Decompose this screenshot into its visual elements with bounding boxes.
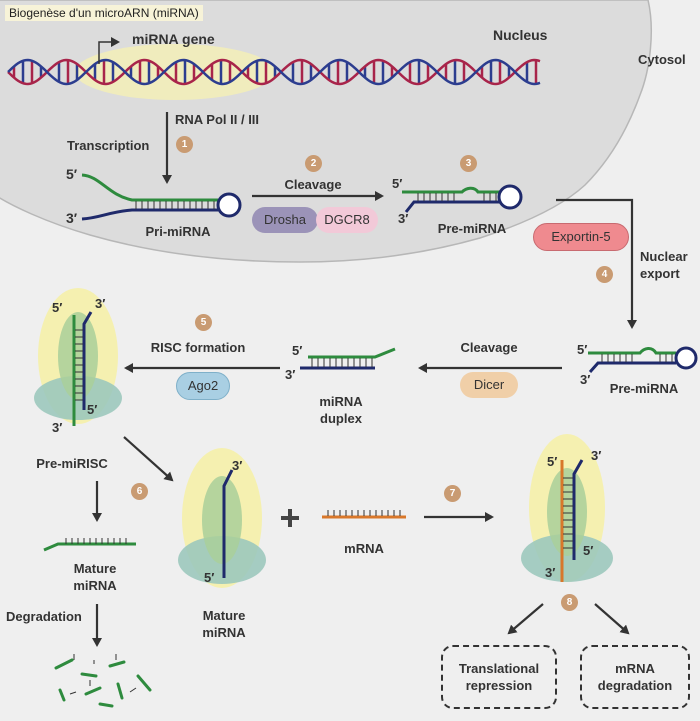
maturation-arrow <box>123 436 174 482</box>
risc-formation-label: RISC formation <box>150 340 246 355</box>
mrna-degradation-box: mRNA degradation <box>580 645 690 709</box>
mrna-degradation-arrow <box>594 603 630 635</box>
mrna-strand <box>322 510 406 519</box>
ago2-protein: Ago2 <box>176 372 230 400</box>
degraded-fragments <box>54 654 152 708</box>
pre-cyt-three-prime: 3′ <box>580 372 591 387</box>
target-three-prime-bottom: 3′ <box>545 565 556 580</box>
mature-mirna-complex-label: Mature miRNA <box>202 608 246 640</box>
mature-mirisc-complex <box>178 448 266 588</box>
dna-strand-b <box>7 58 541 86</box>
pre-mirisc-label: Pre-miRISC <box>36 456 108 471</box>
pri-three-prime: 3′ <box>66 210 78 226</box>
target-three-prime: 3′ <box>591 448 602 463</box>
duplex-three-prime: 3′ <box>285 367 296 382</box>
exportin-5-protein: Exportin-5 <box>533 223 629 251</box>
pre-nuc-five-prime: 5′ <box>392 176 403 191</box>
transcription-start-arrow <box>98 37 120 64</box>
pre-mirna-hairpin-nucleus <box>402 184 523 213</box>
drosha-protein: Drosha <box>252 207 318 233</box>
pre-mirisc-complex <box>34 288 122 426</box>
repression-arrow <box>507 603 544 635</box>
nuclear-export-label: Nuclear export <box>640 249 688 281</box>
step-5-badge: 5 <box>195 314 212 331</box>
mirna-duplex <box>300 347 396 370</box>
mature-five-prime: 5′ <box>204 570 215 585</box>
pre-mirna-cytosol-label: Pre-miRNA <box>609 381 679 396</box>
pre-mirna-hairpin-cytosol <box>588 346 698 373</box>
cleavage-nuclear-label: Cleavage <box>284 177 342 192</box>
step-8-badge: 8 <box>561 594 578 611</box>
pre-cyt-five-prime: 5′ <box>577 342 588 357</box>
step-2-badge: 2 <box>305 155 322 172</box>
translational-repression-box: Translational repression <box>441 645 557 709</box>
duplex-five-prime: 5′ <box>292 343 303 358</box>
pri-mirna-hairpin <box>81 173 242 221</box>
dgcr8-protein: DGCR8 <box>316 207 378 233</box>
dna-double-helix <box>7 58 541 86</box>
transcription-label: Transcription <box>67 138 150 153</box>
mirna-duplex-label: miRNA duplex <box>319 394 363 426</box>
cleavage-cytosol-label: Cleavage <box>460 340 518 355</box>
pri-five-prime: 5′ <box>66 166 78 182</box>
released-mirna-strand <box>43 538 136 552</box>
dicer-protein: Dicer <box>460 372 518 398</box>
target-mirisc-complex <box>521 434 613 582</box>
mrna-label: mRNA <box>344 541 384 556</box>
dna-strand-a <box>7 58 541 86</box>
step-1-badge: 1 <box>176 136 193 153</box>
pre-mirna-nucleus-label: Pre-miRNA <box>437 221 507 236</box>
gene-label: miRNA gene <box>132 31 215 47</box>
pre-mirisc-three-prime: 3′ <box>95 296 106 311</box>
cytosol-label: Cytosol <box>638 52 686 67</box>
step-6-badge: 6 <box>131 483 148 500</box>
degradation-label: Degradation <box>6 609 82 624</box>
target-five-prime: 5′ <box>547 454 558 469</box>
diagram-title: Biogenèse d'un microARN (miRNA) <box>5 5 203 21</box>
step-7-badge: 7 <box>444 485 461 502</box>
nuclear-export-arrow <box>556 198 637 329</box>
nucleus-label: Nucleus <box>493 27 548 43</box>
pre-mirisc-three-prime-bottom: 3′ <box>52 420 63 435</box>
step-4-badge: 4 <box>596 266 613 283</box>
step-3-badge: 3 <box>460 155 477 172</box>
pre-mirisc-five-prime: 5′ <box>52 300 63 315</box>
plus-sign <box>281 509 299 527</box>
pre-mirisc-five-prime-bottom: 5′ <box>87 402 98 417</box>
mature-mirna-strand-label: Mature miRNA <box>73 561 117 593</box>
pri-mirna-label: Pri-miRNA <box>145 224 211 239</box>
mature-three-prime: 3′ <box>232 458 243 473</box>
polymerase-label: RNA Pol II / III <box>175 112 260 127</box>
target-five-prime-bottom: 5′ <box>583 543 594 558</box>
pre-nuc-three-prime: 3′ <box>398 211 409 226</box>
